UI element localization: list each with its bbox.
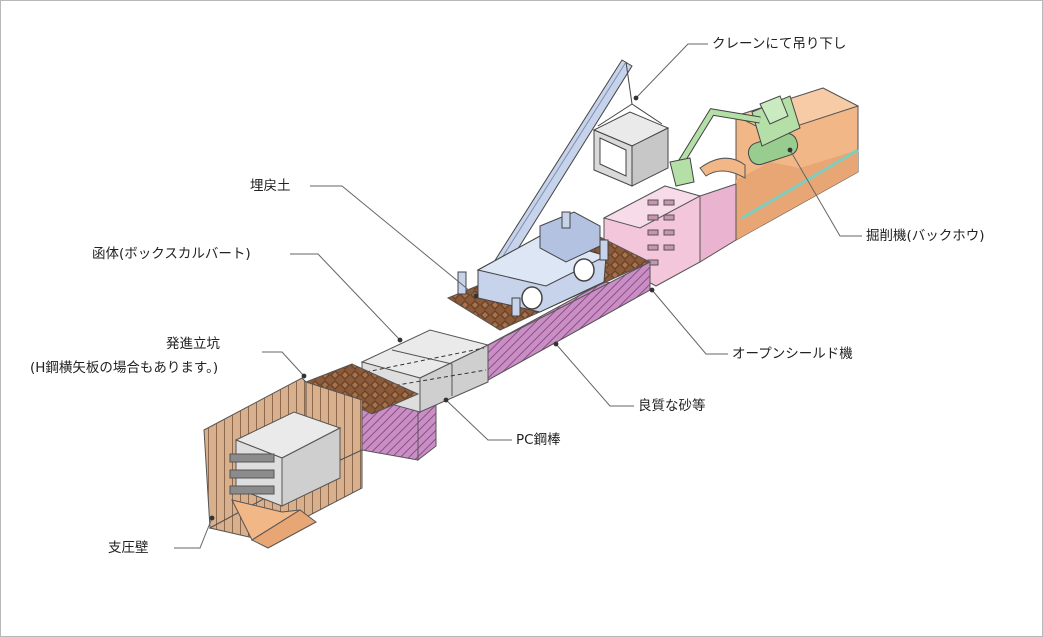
- label-launch-shaft-note: (H鋼横矢板の場合もあります。): [30, 360, 219, 376]
- leader-support-wall: [174, 517, 213, 549]
- crane: [457, 59, 633, 317]
- label-crane-lift: クレーンにて吊り下し: [712, 36, 847, 52]
- leader-backfill: [310, 185, 477, 297]
- label-good-sand: 良質な砂等: [638, 398, 706, 414]
- label-box-culvert: 函体(ボックスカルバート): [92, 246, 251, 262]
- suspended-box-culvert: [592, 103, 670, 187]
- leader-box-culvert: [290, 253, 401, 341]
- leader-dot-good-sand: [553, 341, 559, 347]
- leader-open-shield: [651, 289, 728, 355]
- leader-dot-open-shield: [649, 287, 655, 293]
- label-launch-shaft: 発進立坑: [166, 336, 220, 352]
- leader-dots: [209, 95, 793, 521]
- label-support-wall: 支圧壁: [108, 540, 149, 556]
- leader-launch-shaft: [262, 351, 305, 377]
- label-open-shield: オープンシールド機: [732, 346, 853, 362]
- leader-crane-lift: [635, 43, 708, 99]
- launch-shaft: [203, 377, 363, 549]
- excavator: [669, 95, 801, 187]
- leader-dot-crane-lift: [633, 95, 639, 101]
- leader-dot-box-culvert: [397, 337, 403, 343]
- label-excavator: 掘削機(バックホウ): [866, 228, 985, 244]
- leader-dot-excavator: [787, 147, 793, 153]
- label-pc-steel-bar: PC鋼棒: [516, 432, 561, 448]
- leader-pc-steel: [445, 399, 512, 441]
- leader-dot-pc-steel: [443, 397, 449, 403]
- leader-dot-support-wall: [209, 515, 215, 521]
- leader-dot-launch-shaft: [301, 373, 307, 379]
- leader-lines: [174, 43, 862, 549]
- leader-good-sand: [555, 343, 634, 407]
- label-backfill: 埋戻土: [250, 178, 291, 194]
- leader-dot-backfill: [473, 293, 479, 299]
- leader-excavator: [789, 149, 862, 237]
- good-sand-layer: [361, 261, 651, 462]
